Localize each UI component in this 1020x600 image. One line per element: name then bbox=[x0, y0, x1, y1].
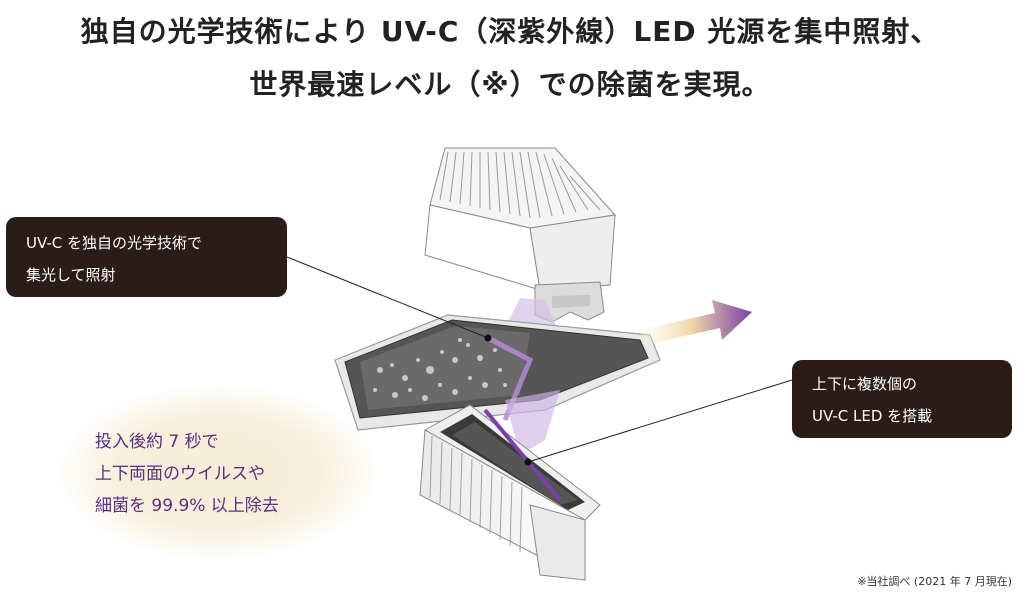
leader-line-left bbox=[286, 256, 489, 339]
sterilization-claim: 投入後約 7 秒で 上下両面のウイルスや 細菌を 99.9% 以上除去 bbox=[95, 426, 279, 522]
callout-right-line-2: UV-C LED を搭載 bbox=[812, 407, 933, 425]
footnote: ※当社調べ (2021 年 7 月現在) bbox=[857, 575, 1012, 588]
claim-line-1: 投入後約 7 秒で bbox=[95, 432, 219, 452]
lower-led-strip bbox=[483, 408, 562, 502]
headline-line-1: 独自の光学技術により UV-C（深紫外線）LED 光源を集中照射、 bbox=[80, 15, 940, 48]
output-arrow bbox=[640, 300, 752, 345]
claim-line-3: 細菌を 99.9% 以上除去 bbox=[95, 496, 279, 516]
callout-right-line-1: 上下に複数個の bbox=[812, 375, 918, 393]
lower-led-module bbox=[419, 404, 601, 581]
smartphone bbox=[334, 314, 661, 431]
callout-left-line-1: UV-C を独自の光学技術で bbox=[26, 234, 203, 252]
upper-led-module bbox=[424, 147, 616, 323]
highlight-glow bbox=[58, 385, 378, 560]
claim-line-2: 上下両面のウイルスや bbox=[95, 464, 265, 484]
callout-left-line-2: 集光して照射 bbox=[26, 266, 116, 284]
headline-line-2: 世界最速レベル（※）での除菌を実現。 bbox=[249, 68, 771, 101]
callout-led-mounting: 上下に複数個の UV-C LED を搭載 bbox=[792, 360, 1012, 438]
callout-optical-focus: UV-C を独自の光学技術で 集光して照射 bbox=[6, 217, 287, 297]
lower-uv-beam bbox=[505, 390, 560, 455]
leader-line-right bbox=[527, 379, 793, 463]
leader-dot-right bbox=[524, 458, 532, 466]
leader-dot-left bbox=[484, 334, 492, 342]
